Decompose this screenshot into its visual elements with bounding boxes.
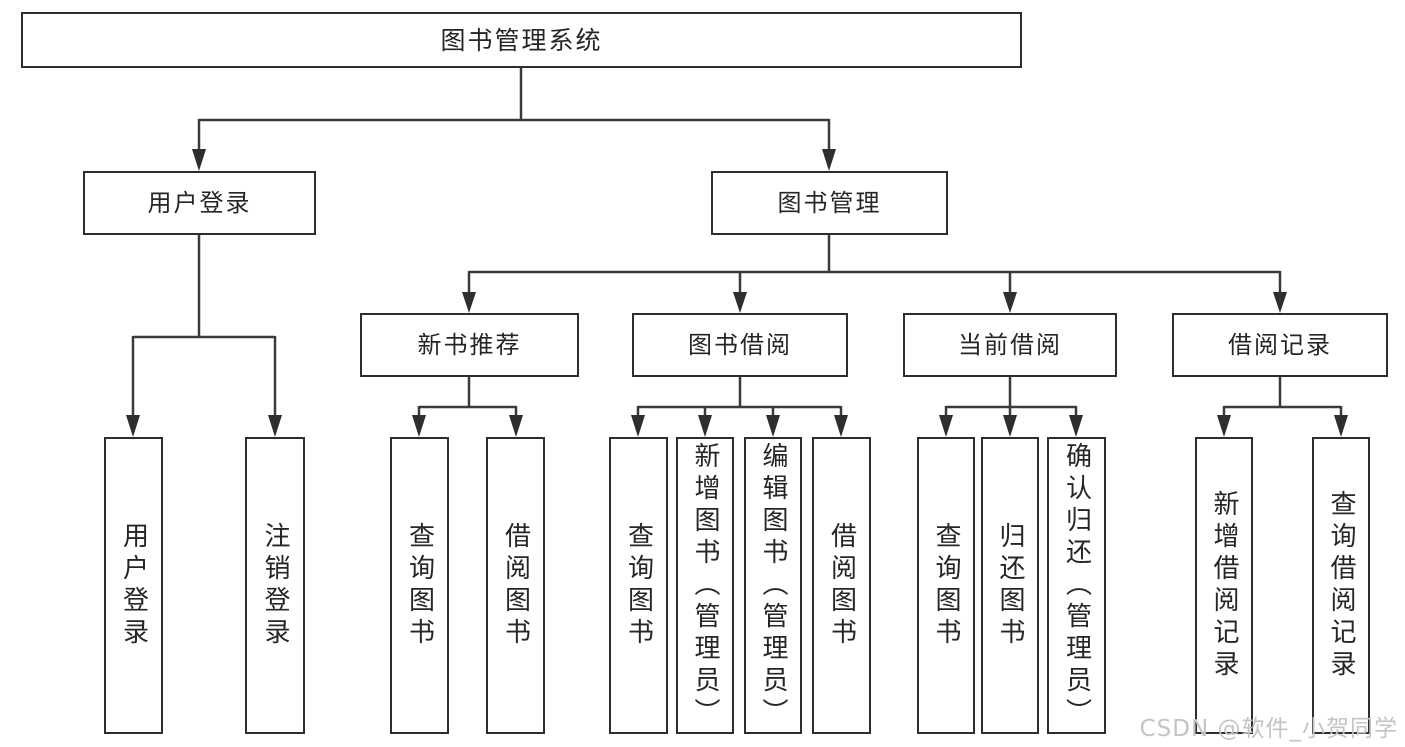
node-root-label: 图书管理系统: [440, 25, 603, 55]
leaf-confirm-return-admin-label: 确认归还（管理员）: [1061, 441, 1092, 730]
leaf-add-books-admin-label: 新增图书（管理员）: [690, 441, 720, 730]
node-borrowing-records: 借阅记录: [1172, 313, 1388, 377]
leaf-query-books-newbooks-label: 查询图书: [404, 521, 435, 650]
leaf-borrow-books-borrow-label: 借阅图书: [826, 521, 857, 650]
leaf-borrow-books-newbooks-label: 借阅图书: [500, 521, 531, 650]
node-current-borrowing-label: 当前借阅: [958, 331, 1062, 359]
leaf-query-books-borrow-label: 查询图书: [623, 521, 654, 650]
node-book-borrowing-label: 图书借阅: [688, 331, 792, 359]
leaf-confirm-return-admin: 确认归还（管理员）: [1047, 437, 1106, 734]
leaf-logout: 注销登录: [245, 437, 305, 734]
watermark: CSDN @软件_小贺同学: [1139, 716, 1398, 742]
leaf-user-login: 用户登录: [104, 437, 163, 734]
leaf-user-login-label: 用户登录: [118, 521, 149, 650]
leaf-logout-label: 注销登录: [260, 521, 290, 650]
node-borrowing-records-label: 借阅记录: [1228, 331, 1332, 359]
node-new-book-recommend: 新书推荐: [360, 313, 579, 377]
leaf-add-books-admin: 新增图书（管理员）: [676, 437, 734, 734]
leaf-return-books: 归还图书: [981, 437, 1039, 734]
node-root-library-system: 图书管理系统: [21, 12, 1022, 68]
leaf-edit-books-admin: 编辑图书（管理员）: [744, 437, 802, 734]
leaf-query-borrow-record-label: 查询借阅记录: [1326, 489, 1356, 682]
node-book-management: 图书管理: [711, 171, 948, 235]
node-new-book-recommend-label: 新书推荐: [417, 331, 522, 359]
leaf-edit-books-admin-label: 编辑图书（管理员）: [758, 441, 788, 730]
leaf-query-books-newbooks: 查询图书: [390, 437, 449, 734]
leaf-borrow-books-borrow: 借阅图书: [812, 437, 871, 734]
node-user-login: 用户登录: [83, 171, 316, 235]
node-user-login-label: 用户登录: [147, 189, 252, 217]
leaf-query-books-current-label: 查询图书: [931, 521, 961, 650]
leaf-add-borrow-record: 新增借阅记录: [1195, 437, 1253, 734]
node-book-management-label: 图书管理: [777, 189, 882, 217]
leaf-return-books-label: 归还图书: [995, 521, 1025, 650]
leaf-query-books-current: 查询图书: [917, 437, 975, 734]
leaf-borrow-books-newbooks: 借阅图书: [486, 437, 545, 734]
leaf-query-borrow-record: 查询借阅记录: [1312, 437, 1370, 734]
leaf-add-borrow-record-label: 新增借阅记录: [1209, 489, 1239, 682]
node-book-borrowing: 图书借阅: [632, 313, 848, 377]
node-current-borrowing: 当前借阅: [903, 313, 1117, 377]
leaf-query-books-borrow: 查询图书: [609, 437, 668, 734]
